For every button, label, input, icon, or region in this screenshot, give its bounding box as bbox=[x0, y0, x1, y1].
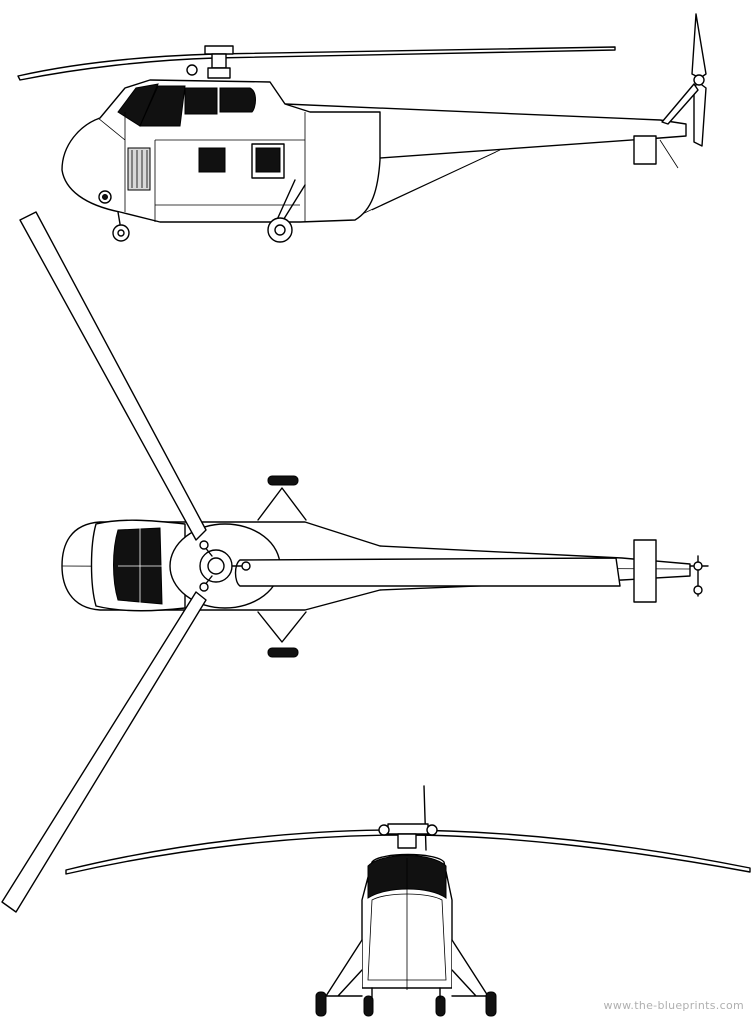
watermark: www.the-blueprints.com bbox=[603, 999, 744, 1012]
side-main-gear-strut bbox=[275, 179, 306, 223]
side-panel-lines bbox=[97, 112, 306, 222]
front-wheel-right bbox=[485, 991, 497, 1017]
front-nose-wheel-right bbox=[435, 995, 446, 1017]
front-rotor-head bbox=[378, 823, 438, 849]
front-view bbox=[65, 785, 751, 1017]
side-view bbox=[17, 13, 707, 243]
top-view bbox=[1, 211, 709, 913]
top-rotor-hub bbox=[199, 540, 251, 592]
front-nose-wheel-left bbox=[363, 995, 374, 1017]
front-rotor-mast bbox=[423, 785, 427, 851]
side-windshield bbox=[117, 83, 159, 127]
front-gear-right bbox=[451, 939, 489, 997]
top-rotor-blade-lower bbox=[1, 591, 207, 913]
side-stabilizer bbox=[633, 135, 657, 165]
front-wheel-left bbox=[315, 991, 327, 1017]
side-grille bbox=[127, 147, 151, 191]
top-rotor-blade-aft bbox=[234, 557, 621, 587]
front-main-rotor-blade bbox=[65, 829, 751, 875]
top-gear-upper bbox=[257, 475, 307, 521]
side-cockpit-window-1 bbox=[139, 85, 186, 127]
top-gear-lower bbox=[257, 611, 307, 658]
side-tail-strut bbox=[359, 149, 501, 216]
side-main-rotor-blade bbox=[17, 46, 616, 81]
top-rotor-blade-forward bbox=[19, 211, 207, 541]
side-cabin-window-2-glass bbox=[255, 147, 281, 173]
side-cockpit-window-3 bbox=[219, 87, 256, 113]
front-gear-left bbox=[325, 939, 363, 997]
front-cabin-outline bbox=[367, 893, 447, 981]
side-rotor-head bbox=[186, 45, 234, 79]
side-tail-rotor-mount bbox=[661, 83, 699, 125]
side-nose-gear-strut bbox=[117, 211, 121, 225]
top-tail-rotor bbox=[689, 555, 709, 597]
side-cabin-window-1 bbox=[198, 147, 226, 173]
top-stabilizer bbox=[633, 539, 657, 603]
side-cockpit-window-2 bbox=[184, 87, 218, 115]
